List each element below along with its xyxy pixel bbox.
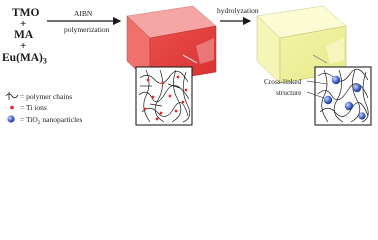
zoom-box-polymer xyxy=(135,66,193,126)
legend-tio2-prefix: = TiO xyxy=(20,115,38,124)
legend: = polymer chains = Ti ions = TiO2 nanopa… xyxy=(5,92,82,126)
block-1-zoom-pointer xyxy=(182,54,198,64)
arrow-1-label-polymerization: polymerization xyxy=(64,25,110,34)
hydrolyzation-arrow: hydrolyzation xyxy=(217,6,259,26)
crosslinked-callout: Cross-linked structure xyxy=(264,77,328,99)
legend-polymer-chains: = polymer chains xyxy=(5,92,72,101)
block-2-zoom-pointer xyxy=(312,54,328,64)
reactant-eu-ma: Eu(MA)3 xyxy=(2,52,47,66)
plus-sign-2: + xyxy=(20,40,26,52)
legend-tio2-suffix: nanoparticles xyxy=(41,115,83,124)
callout-leader-1 xyxy=(306,80,328,85)
zoom-box-1-ti-ions xyxy=(143,75,188,121)
zoom-box-1-frame xyxy=(135,66,193,126)
plus-sign-1: + xyxy=(20,18,26,30)
legend-ti-label: = Ti ions xyxy=(20,103,47,112)
legend-tio2: = TiO2 nanoparticles xyxy=(7,115,82,126)
block-1-cut-corner xyxy=(196,38,214,64)
legend-tio2-label: = TiO2 nanoparticles xyxy=(20,115,82,126)
ti-ion-dot-icon xyxy=(10,105,14,110)
polymerization-arrow: AIBN polymerization xyxy=(47,9,122,34)
scheme-figure: TMO + MA + Eu(MA)3 AIBN polymerization xyxy=(2,5,372,126)
arrow-1-label-aibn: AIBN xyxy=(74,9,93,18)
tio2-nanoparticle-icon xyxy=(7,115,15,123)
scheme-canvas: TMO + MA + Eu(MA)3 AIBN polymerization xyxy=(2,5,372,126)
reactant-eu-ma-subscript: 3 xyxy=(43,57,47,66)
reactants-group: TMO + MA + Eu(MA)3 xyxy=(2,7,47,66)
arrow-2-label-hydrolyzation: hydrolyzation xyxy=(217,6,259,15)
block-2-cut-corner xyxy=(326,38,344,64)
reactant-tmo: TMO xyxy=(12,7,40,19)
callout-leader-2 xyxy=(306,91,325,99)
polymer-chain-symbol-icon xyxy=(5,93,19,99)
legend-ti-ions: = Ti ions xyxy=(10,103,47,112)
zoom-box-2-nanoparticles xyxy=(323,75,366,120)
zoom-box-crosslinked xyxy=(314,66,372,126)
zoom-box-2-chains xyxy=(317,68,369,123)
legend-chains-label: = polymer chains xyxy=(20,92,72,101)
reactant-ma: MA xyxy=(14,29,34,41)
reactant-eu-ma-main: Eu(MA) xyxy=(2,52,43,64)
legend-tio2-sub: 2 xyxy=(38,120,41,126)
callout-line-1: Cross-linked xyxy=(264,77,302,86)
callout-line-2: structure xyxy=(276,88,302,97)
